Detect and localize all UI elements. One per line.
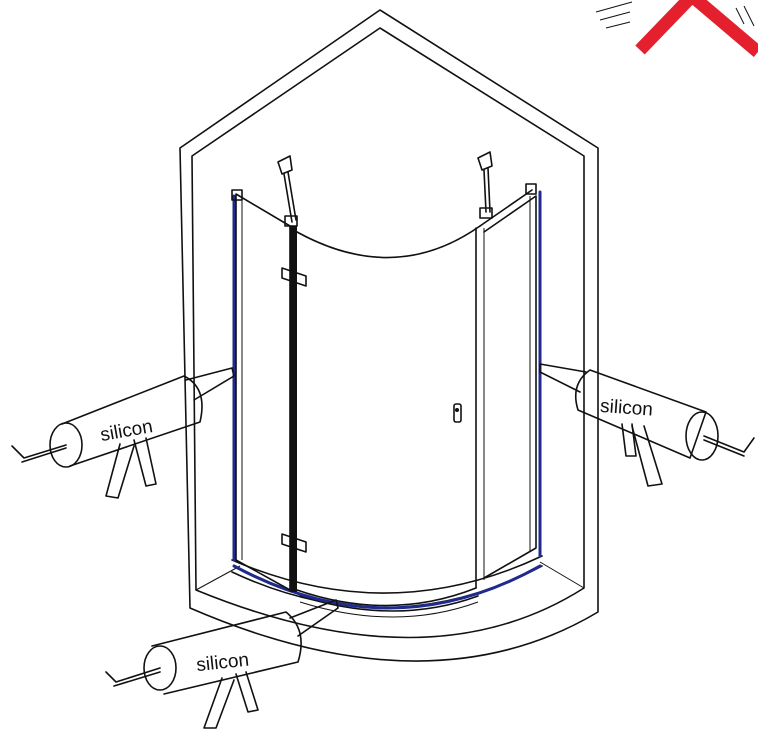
gun-right-label: silicon xyxy=(599,396,653,421)
silicone-gun-icon xyxy=(105,599,339,729)
caution-chevron-icon xyxy=(595,0,758,57)
gun-bottom-label: silicon xyxy=(195,650,250,676)
sealant-lines xyxy=(232,190,542,610)
silicone-gun-left: silicon xyxy=(11,367,235,499)
shower-enclosure xyxy=(231,151,537,607)
silicone-gun-icon xyxy=(539,363,755,487)
silicone-gun-bottom: silicon xyxy=(105,599,339,729)
silicone-gun-right: silicon xyxy=(539,363,755,487)
silicone-gun-icon xyxy=(11,367,235,499)
wall-niche xyxy=(179,9,599,662)
